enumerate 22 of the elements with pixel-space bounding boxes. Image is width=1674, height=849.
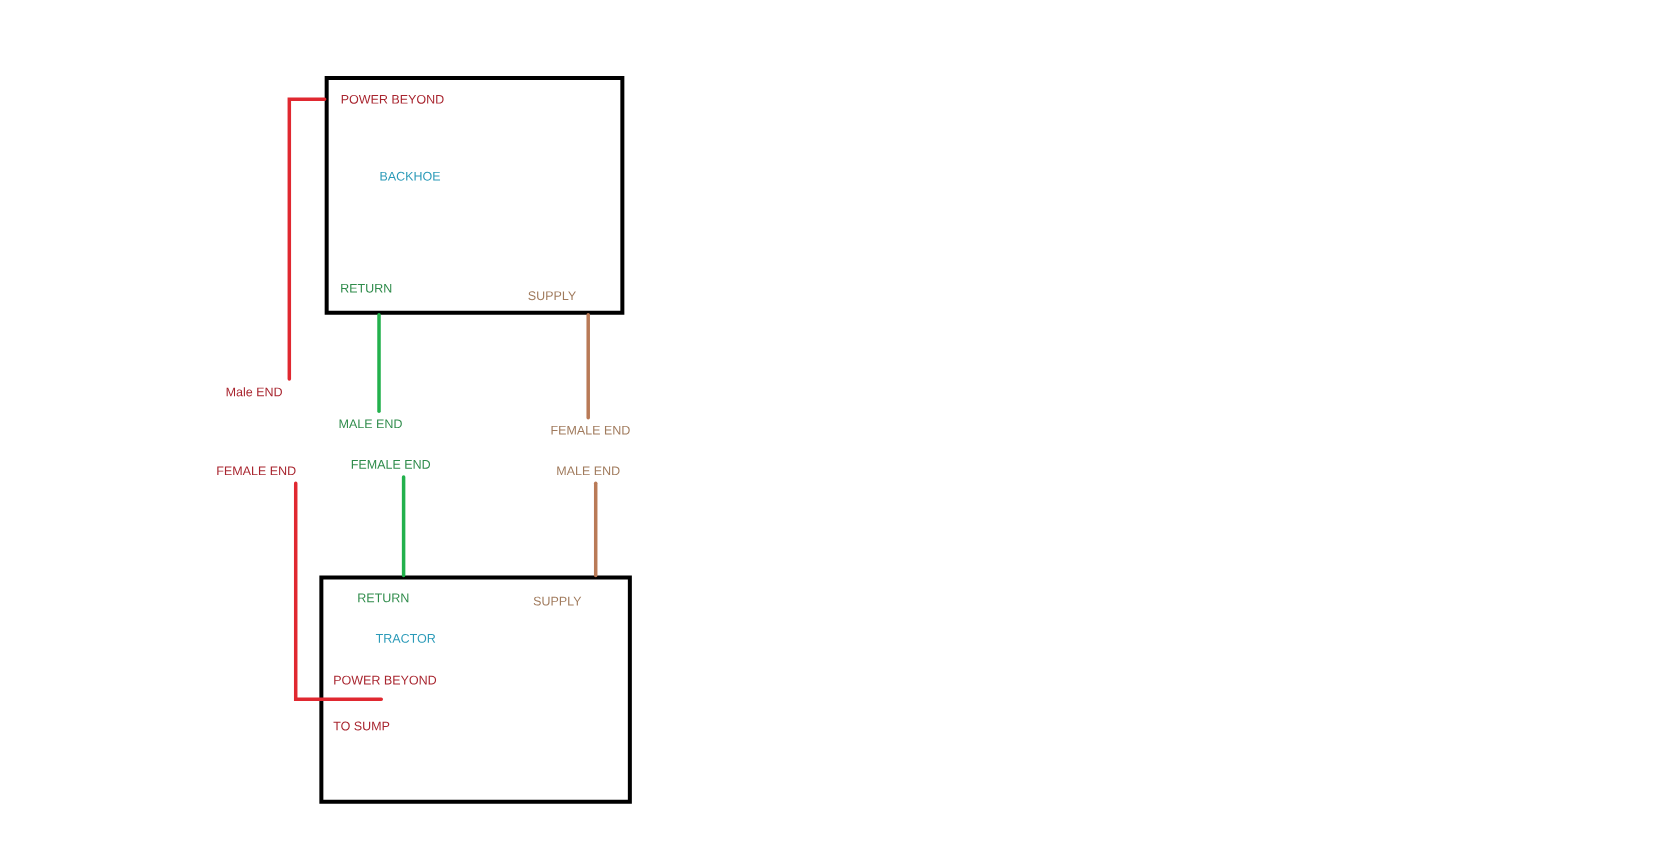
- hose-line: [586, 313, 590, 420]
- hose-line: [377, 313, 381, 414]
- box-label: RETURN: [358, 593, 409, 603]
- hose-end-label: FEMALE END: [551, 425, 630, 435]
- hose-line: [593, 481, 598, 578]
- hose-end-label: FEMALE END: [351, 460, 431, 469]
- box-label: TRACTOR: [375, 634, 436, 643]
- box-label: SUPPLY: [533, 596, 582, 606]
- hose-line: [287, 97, 327, 381]
- box-label: SUPPLY: [528, 291, 576, 301]
- box-label: BACKHOE: [380, 171, 441, 181]
- hose-end-label: Male END: [226, 387, 282, 397]
- box-label: RETURN: [341, 283, 392, 293]
- equipment-box: [324, 75, 625, 315]
- hose-end-label: FEMALE END: [217, 466, 296, 476]
- equipment-box: [319, 575, 632, 804]
- hose-end-label: MALE END: [339, 419, 402, 429]
- box-label: POWER BEYOND: [341, 94, 444, 104]
- hose-end-label: MALE END: [557, 466, 620, 476]
- box-label: POWER BEYOND: [334, 675, 437, 685]
- hose-line: [401, 475, 406, 578]
- box-label: TO SUMP: [333, 721, 390, 731]
